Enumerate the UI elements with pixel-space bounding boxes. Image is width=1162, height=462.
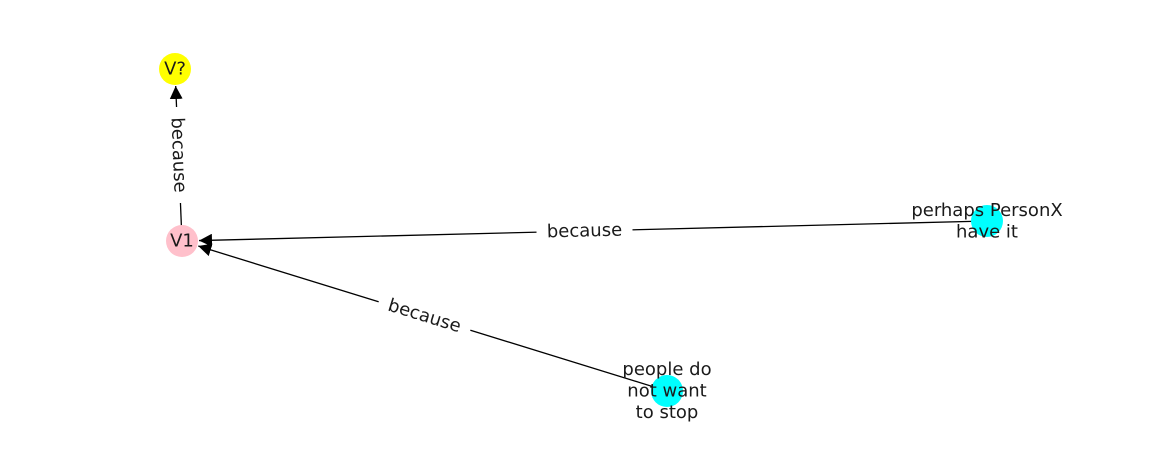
edge-v1-to-v_q: because (164, 85, 193, 242)
node-circle (166, 225, 198, 257)
edge-label-background (375, 290, 474, 342)
node-label-line: V? (164, 59, 186, 80)
edges-layer: because because because (164, 85, 988, 392)
edge-label-background (164, 106, 193, 204)
node-v1: V1 (166, 225, 198, 257)
node-circle (651, 375, 683, 407)
node-v_q: V? (159, 53, 191, 85)
node-label-line: V1 (170, 231, 194, 252)
node-label-line: people do (622, 359, 711, 380)
edge-label: because (547, 220, 623, 243)
edge-label-background (536, 217, 633, 245)
node-label-line: to stop (636, 402, 699, 423)
node-label-line: perhaps PersonX (911, 200, 1062, 221)
node-label-line: have it (956, 221, 1018, 242)
edge-people-to-v1: because (198, 243, 668, 392)
edge-perhaps-to-v1: because (198, 217, 988, 247)
node-circle (971, 205, 1003, 237)
edge-label: because (166, 117, 190, 193)
node-label-line: not want (627, 381, 706, 402)
edge-label: because (385, 295, 463, 337)
node-circle (159, 53, 191, 85)
